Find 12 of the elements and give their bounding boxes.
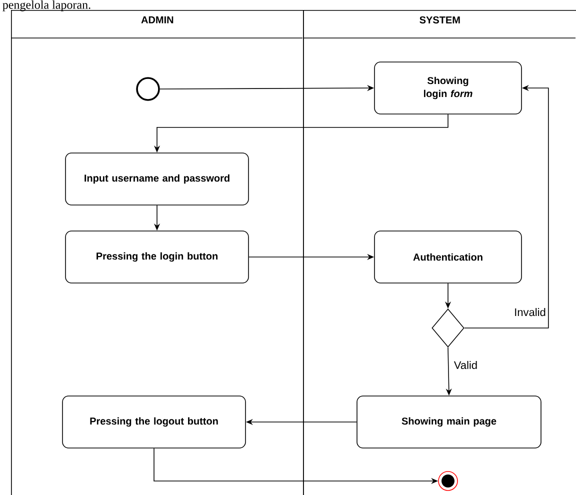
activity-box: Showing login form	[374, 62, 522, 114]
page-text: pengelola laporan.	[2, 0, 90, 12]
activity-box: Authentication	[374, 230, 522, 284]
edge-label: Valid	[454, 360, 477, 370]
end-node	[438, 471, 458, 491]
activity-box: Pressing the login button	[65, 230, 249, 284]
decision-diamond	[432, 308, 464, 348]
start-node	[136, 77, 160, 101]
activity-box: Pressing the logout button	[62, 396, 246, 448]
edge-label: Invalid	[515, 308, 546, 316]
activity-box: Input username and password	[65, 152, 249, 206]
activity-box: Showing main page	[356, 396, 542, 448]
